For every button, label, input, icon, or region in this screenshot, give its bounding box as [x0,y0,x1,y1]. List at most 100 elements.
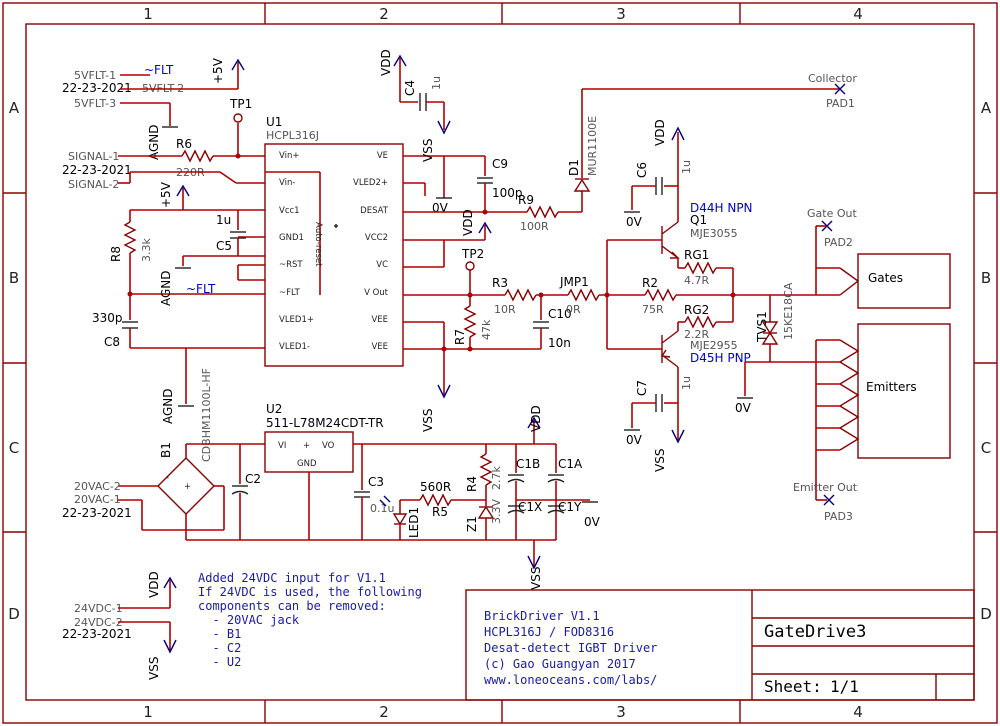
net-0v-c1: 0V [584,515,601,529]
r7-ref: R7 [453,329,467,345]
connector-signal: SIGNAL-1 22-23-2021 SIGNAL-2 R6 220R TP1 [62,97,265,191]
zone-col-4-bottom: 4 [853,703,863,721]
c5-value: 1u [216,213,231,227]
note-line-1: Added 24VDC input for V1.1 [198,571,386,585]
r3-ref: R3 [492,276,508,290]
tvs1-ref: TVS1 [755,311,769,343]
pin-signal-2: SIGNAL-2 [68,178,119,191]
c9-value: 100p [492,186,523,200]
c4-ref: C4 [403,80,417,96]
zone-col-2-bottom: 2 [379,703,389,721]
c1b-ref: C1B [516,457,540,471]
rg1-ref: RG1 [684,248,709,262]
d1-part: MUR1100E [586,116,599,176]
net-vss-24v: VSS [147,657,161,680]
zone-row-a: A [9,99,20,117]
zone-row-d-right: D [980,605,992,623]
u1-pin-vcc1: Vcc1 [279,206,300,216]
u2-vi: VI [278,441,286,451]
net-5v-top: +5V [211,57,225,84]
rg2-value: 2.2R [684,328,709,341]
pin-signal-1: SIGNAL-1 [68,150,119,163]
u1-pin-vin-minus: Vin- [279,178,295,188]
r2-value: 75R [642,303,664,316]
u1-pin-rst: ~RST [279,260,303,270]
r6-ref: R6 [176,137,192,151]
pin-20vac-2: 20VAC-2 [74,480,121,493]
c7-value: 1u [680,376,693,390]
c1y-ref: C1Y [558,500,582,514]
b1-plus-mark: + [184,482,191,492]
zone-col-3-bottom: 3 [616,703,626,721]
power-supply-section: AGND B1 CDBHM1100L-HF - + 20VAC-2 20VAC-… [62,348,601,590]
zone-row-b-right: B [981,269,991,287]
zone-col-1-bottom: 1 [143,703,153,721]
pad3-label: PAD3 [824,510,853,523]
c1x-ref: C1X [518,500,542,514]
c8-ref: C8 [104,335,120,349]
u1-output-network: VSS 0V C9 100p R9 100R D1 MUR1100E Colle… [403,72,857,432]
zone-row-a-right: A [981,99,992,117]
title-line-4: (c) Gao Guangyan 2017 [484,657,636,671]
c10-value: 10n [548,336,571,350]
u1-pin-vled2: VLED2+ [353,178,388,188]
b1-minus-mark: - [166,473,169,483]
c7-ref: C7 [635,380,649,396]
r8-value: 3.3k [140,238,153,262]
note-line-4: - 20VAC jack [198,613,300,627]
jmp1-ref: JMP1 [559,275,589,289]
zone-row-c: C [9,439,19,457]
c5-ref: C5 [216,239,232,253]
tvs1-part: 15KE18CA [782,282,795,340]
title-block: BrickDriver V1.1 HCPL316J / FOD8316 Desa… [465,589,975,701]
tvs-and-outputs: TVS1 15KE18CA 0V Gate Out PAD2 Gates Emi… [735,207,951,523]
u1-pin-vee-1: VEE [371,315,388,325]
zone-labels: 1 2 3 4 1 2 3 4 A B C D A B C D [8,5,992,721]
title-line-2: HCPL316J / FOD8316 [484,625,614,639]
u1-hcpl316j: U1 HCPL316J Vin+ Vin- Vcc1 GND1 ~RST ~FL… [264,115,404,367]
r8-ref: R8 [109,246,123,262]
sheet-label: Sheet: [764,677,822,696]
d1-ref: D1 [567,159,581,176]
zone-col-4: 4 [853,5,863,23]
r7-value: 47k [480,319,493,340]
net-0v-c6: 0V [626,215,643,229]
u1-auto-reset-note: Auto-reset [313,222,323,267]
title-line-5: www.loneoceans.com/labs/ [484,673,657,687]
zone-row-d: D [8,605,20,623]
zone-row-c-right: C [981,439,991,457]
revision-note: Added 24VDC input for V1.1 If 24VDC is u… [198,571,422,669]
r9-value: 100R [520,220,549,233]
connector-20vac-part: 22-23-2021 [62,506,132,520]
b1-ref: B1 [159,442,173,458]
connector-24vdc-part: 22-23-2021 [62,627,132,641]
zone-col-2: 2 [379,5,389,23]
u1-pin-vled1-minus: VLED1- [279,342,310,352]
c8-value: 330p [92,311,123,325]
note-line-5: - B1 [198,627,241,641]
net-flt-u1: ~FLT [186,282,216,296]
emitters-connector-label: Emitters [866,380,917,394]
zone-row-b: B [9,269,19,287]
c4-value: 1u [430,76,443,90]
note-line-3: components can be removed: [198,599,386,613]
net-emitter-out: Emitter Out [793,481,858,494]
u2-part: 511-L78M24CDT-TR [266,416,384,430]
net-agnd-2: AGND [159,270,173,306]
net-agnd-3: AGND [161,388,175,424]
u2-plus: + [303,441,310,451]
c10-ref: C10 [548,307,572,321]
q2-name: D45H PNP [690,351,751,365]
c1a-ref: C1A [558,457,583,471]
u1-part: HCPL316J [266,129,319,142]
drawing-name: GateDrive3 [764,622,866,642]
u1-pin-vcc2: VCC2 [365,233,388,243]
u1-pin-ve: VE [377,151,388,161]
u2-vo: VO [322,441,335,451]
rg1-value: 4.7R [684,274,709,287]
c4-decoupling: VDD C4 1u [379,49,451,135]
r9-ref: R9 [518,193,534,207]
net-vss-q2: VSS [653,449,667,472]
r5-value: 560R [420,480,451,494]
r5-ref: R5 [432,505,448,519]
